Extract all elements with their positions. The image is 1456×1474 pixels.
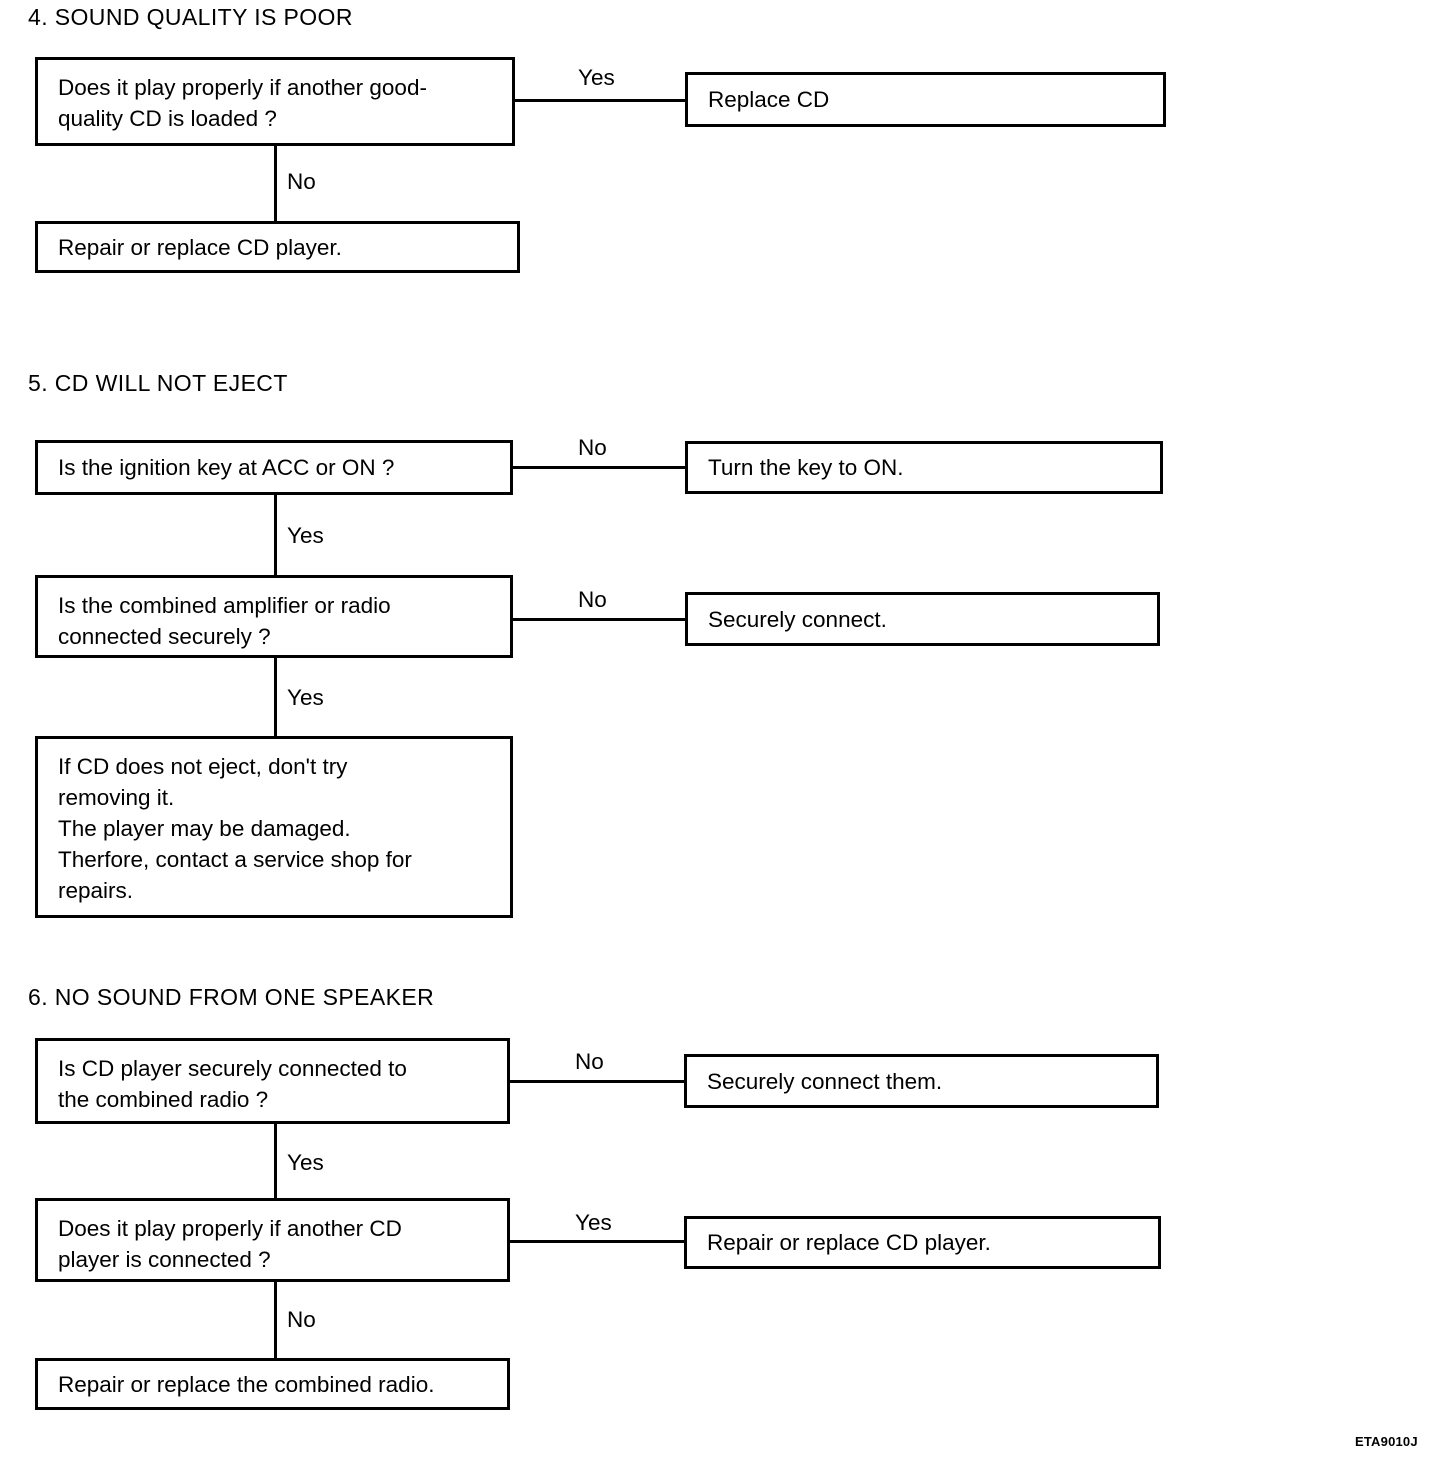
section5-q2-no-action-box[interactable]: Securely connect.	[685, 592, 1160, 646]
section4-yes-action-text: Replace CD	[708, 87, 830, 112]
section6-q2-no-action-box[interactable]: Repair or replace the combined radio.	[35, 1358, 510, 1410]
section6-q1-no-action-box[interactable]: Securely connect them.	[684, 1054, 1159, 1108]
section6-question2-box[interactable]: Does it play properly if another CD play…	[35, 1198, 510, 1282]
section5-q2-no-label: No	[578, 587, 607, 612]
section6-q2-yes-connector	[508, 1240, 684, 1243]
section6-question1-box[interactable]: Is CD player securely connected to the c…	[35, 1038, 510, 1124]
section6-q2-yes-label: Yes	[575, 1210, 612, 1235]
section6-q2-no-action-text: Repair or replace the combined radio.	[58, 1371, 435, 1397]
section5-question1-box[interactable]: Is the ignition key at ACC or ON ?	[35, 440, 513, 495]
section-title-5: 5. CD WILL NOT EJECT	[28, 370, 288, 396]
section4-yes-action-box[interactable]: Replace CD	[685, 72, 1166, 127]
section5-q1-no-action-text: Turn the key to ON.	[708, 455, 904, 480]
section6-question1-text: Is CD player securely connected to the c…	[58, 1056, 407, 1112]
section5-q1-no-action-box[interactable]: Turn the key to ON.	[685, 441, 1163, 494]
section-title-6: 6. NO SOUND FROM ONE SPEAKER	[28, 984, 435, 1010]
section6-q1-yes-connector	[274, 1124, 277, 1198]
section4-no-connector	[274, 146, 277, 221]
section6-question2-text: Does it play properly if another CD play…	[58, 1216, 402, 1272]
section5-q1-yes-label: Yes	[287, 523, 324, 548]
section6-q1-no-action-text: Securely connect them.	[707, 1068, 943, 1094]
section4-no-action-box[interactable]: Repair or replace CD player.	[35, 221, 520, 273]
section6-q1-no-connector	[510, 1080, 684, 1083]
section6-q2-no-connector	[274, 1282, 277, 1358]
section-title-4: 4. SOUND QUALITY IS POOR	[28, 4, 353, 30]
section6-q1-yes-label: Yes	[287, 1150, 324, 1175]
section6-q1-no-label: No	[575, 1049, 604, 1074]
section4-question-box[interactable]: Does it play properly if another good- q…	[35, 57, 515, 146]
section5-q1-no-label: No	[578, 435, 607, 460]
section5-question2-text: Is the combined amplifier or radio conne…	[58, 593, 391, 649]
section5-question2-box[interactable]: Is the combined amplifier or radio conne…	[35, 575, 513, 658]
section5-q2-yes-label: Yes	[287, 685, 324, 710]
section5-q2-yes-connector	[274, 658, 277, 736]
section5-q1-yes-connector	[274, 495, 277, 575]
document-reference-code: ETA9010J	[1355, 1434, 1418, 1449]
section5-final-note-box[interactable]: If CD does not eject, don't try removing…	[35, 736, 513, 918]
section5-q2-no-action-text: Securely connect.	[708, 606, 887, 632]
section5-q1-no-connector	[513, 466, 685, 469]
section4-no-label: No	[287, 169, 316, 194]
section5-q2-no-connector	[513, 618, 685, 621]
section4-yes-connector	[515, 99, 685, 102]
section6-q2-yes-action-box[interactable]: Repair or replace CD player.	[684, 1216, 1161, 1269]
section4-yes-label: Yes	[578, 65, 615, 90]
section5-question1-text: Is the ignition key at ACC or ON ?	[58, 455, 395, 480]
section5-final-note-text: If CD does not eject, don't try removing…	[58, 754, 412, 903]
section6-q2-yes-action-text: Repair or replace CD player.	[707, 1230, 991, 1255]
section6-q2-no-label: No	[287, 1307, 316, 1332]
section4-no-action-text: Repair or replace CD player.	[58, 234, 342, 260]
section4-question-text: Does it play properly if another good- q…	[58, 75, 427, 131]
